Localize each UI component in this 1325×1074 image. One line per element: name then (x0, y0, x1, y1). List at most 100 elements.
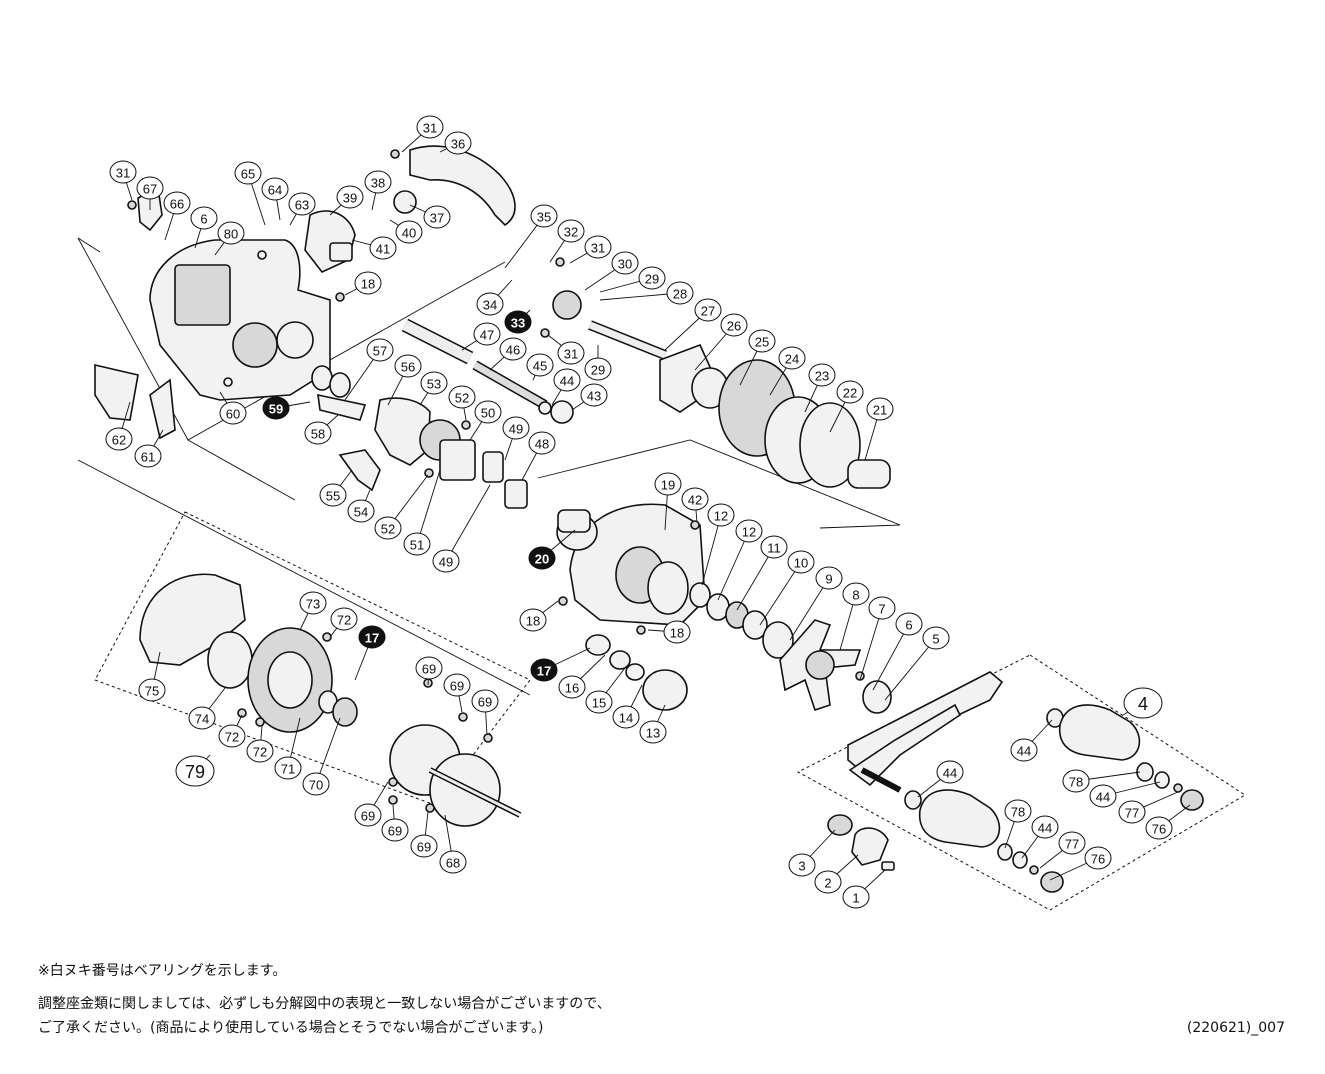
part-label-70: 70 (302, 772, 330, 796)
label-oval (1010, 738, 1038, 762)
part-label-53: 53 (420, 371, 448, 395)
label-oval (347, 499, 375, 523)
label-number: 32 (564, 225, 578, 240)
part-label-44: 44 (936, 760, 964, 784)
label-number: 8 (852, 588, 859, 603)
leader-line (717, 530, 750, 601)
label-oval (416, 115, 444, 139)
part-pinion-and-levelwind (401, 318, 574, 424)
label-number: 72 (225, 730, 239, 745)
part-label-69: 69 (381, 818, 409, 842)
part-label-72: 72 (218, 724, 246, 748)
label-number: 67 (143, 182, 157, 197)
label-oval (288, 192, 316, 216)
label-number: 55 (326, 489, 340, 504)
leader-line (736, 546, 775, 611)
part-label-61: 61 (134, 444, 162, 468)
label-oval (105, 427, 133, 451)
leader-line (416, 469, 441, 545)
part-label-46: 46 (499, 337, 527, 361)
part-label-3: 3 (788, 853, 816, 877)
label-number: 30 (618, 257, 632, 272)
part-label-49: 49 (502, 416, 530, 440)
part-label-40: 40 (395, 220, 423, 244)
part-label-22: 22 (836, 380, 864, 404)
part-brake-lever (94, 186, 176, 440)
part-label-59: 59 (262, 396, 290, 420)
label-number: 5 (932, 632, 939, 647)
label-oval (639, 720, 667, 744)
part-label-29: 29 (638, 266, 666, 290)
label-number: 58 (311, 427, 325, 442)
label-number: 77 (1125, 806, 1139, 821)
part-label-54: 54 (347, 499, 375, 523)
leader-line (759, 561, 802, 626)
part-spool (389, 724, 522, 827)
part-label-16: 16 (558, 675, 586, 699)
label-oval (246, 739, 274, 763)
label-number: 76 (1152, 822, 1166, 837)
label-oval (502, 416, 530, 440)
washer-note-line1: 調整座金類に関しましては、必ずしも分解図中の表現と一致しない場合がございますので… (38, 996, 611, 1012)
label-oval (585, 690, 613, 714)
label-oval (1031, 815, 1059, 839)
label-number: 70 (309, 778, 323, 793)
label-oval (654, 472, 682, 496)
label-oval (528, 431, 556, 455)
label-oval (364, 170, 392, 194)
label-number: 49 (439, 555, 453, 570)
label-number: 76 (1091, 852, 1105, 867)
part-label-18: 18 (663, 620, 691, 644)
part-label-5: 5 (922, 626, 950, 650)
label-oval (219, 401, 247, 425)
part-label-23: 23 (808, 363, 836, 387)
label-number: 63 (295, 198, 309, 213)
part-label-48: 48 (528, 431, 556, 455)
label-number: 29 (645, 272, 659, 287)
label-number: 18 (361, 277, 375, 292)
part-label-77: 77 (1058, 831, 1086, 855)
label-number: 75 (145, 684, 159, 699)
part-label-74: 74 (188, 706, 216, 730)
label-oval (476, 292, 504, 316)
label-number: 24 (785, 352, 799, 367)
label-number: 40 (402, 226, 416, 241)
label-number: 61 (141, 450, 155, 465)
label-number: 13 (646, 726, 660, 741)
part-label-17: 17 (358, 625, 386, 649)
label-oval (842, 582, 870, 606)
label-number: 31 (564, 347, 578, 362)
part-label-15: 15 (585, 690, 613, 714)
part-label-78: 78 (1062, 769, 1090, 793)
label-number: 14 (619, 711, 633, 726)
part-label-33: 33 (504, 310, 532, 334)
part-drive-shaft (552, 290, 667, 360)
label-oval (410, 834, 438, 858)
label-number: 18 (526, 614, 540, 629)
part-label-69: 69 (410, 834, 438, 858)
label-number: 31 (423, 121, 437, 136)
label-number: 73 (306, 597, 320, 612)
label-number: 31 (116, 166, 130, 181)
part-label-37: 37 (423, 205, 451, 229)
part-label-41: 41 (369, 236, 397, 260)
part-label-45: 45 (526, 353, 554, 377)
label-oval (415, 656, 443, 680)
label-number: 47 (480, 328, 494, 343)
label-number: 25 (755, 335, 769, 350)
label-number: 11 (767, 541, 781, 556)
label-number: 56 (401, 360, 415, 375)
label-number: 78 (1069, 775, 1083, 790)
part-label-25: 25 (748, 329, 776, 353)
label-oval (432, 549, 460, 573)
leader-line (789, 577, 830, 641)
label-oval (787, 550, 815, 574)
part-label-42: 42 (681, 487, 709, 511)
label-number: 6 (905, 618, 912, 633)
part-label-35: 35 (530, 204, 558, 228)
part-clutch-cam (304, 190, 417, 273)
label-oval (443, 673, 471, 697)
label-oval (395, 220, 423, 244)
part-label-20: 20 (528, 546, 556, 570)
